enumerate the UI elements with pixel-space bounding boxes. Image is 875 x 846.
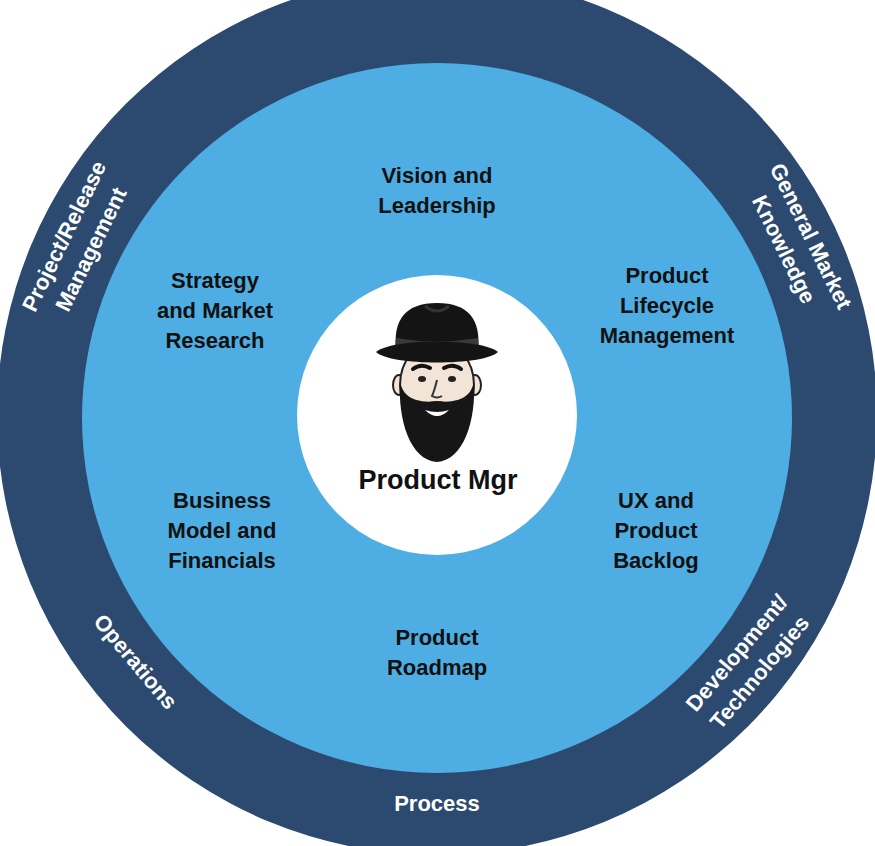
label-holder: Vision and Leadership [362, 161, 512, 221]
center-circle-shape [297, 275, 577, 555]
label-holder: Product Lifecycle Management [595, 261, 740, 351]
label-holder: Product Roadmap [372, 623, 502, 683]
label-holder: UX and Product Backlog [604, 486, 709, 576]
center-circle-circle [297, 275, 577, 555]
ring-label: Product Mgr [359, 462, 518, 499]
ring-label: UX and Product Backlog [604, 486, 709, 576]
ring-label: Product Roadmap [372, 623, 502, 683]
inner-ring-circle [82, 63, 792, 773]
label-holder: Strategy and Market Research [153, 266, 278, 356]
inner-ring: Vision and LeadershipProduct Lifecycle M… [82, 63, 792, 773]
ring-label: Vision and Leadership [362, 161, 512, 221]
ring-label: Business Model and Financials [160, 486, 285, 576]
center-circle: Product Mgr [297, 275, 577, 555]
ring-label: Process [394, 789, 480, 819]
label-holder: Process [394, 789, 480, 819]
label-holder: Product Mgr [359, 462, 518, 499]
label-holder: Business Model and Financials [160, 486, 285, 576]
ring-label: Strategy and Market Research [153, 266, 278, 356]
ring-label: Product Lifecycle Management [595, 261, 740, 351]
